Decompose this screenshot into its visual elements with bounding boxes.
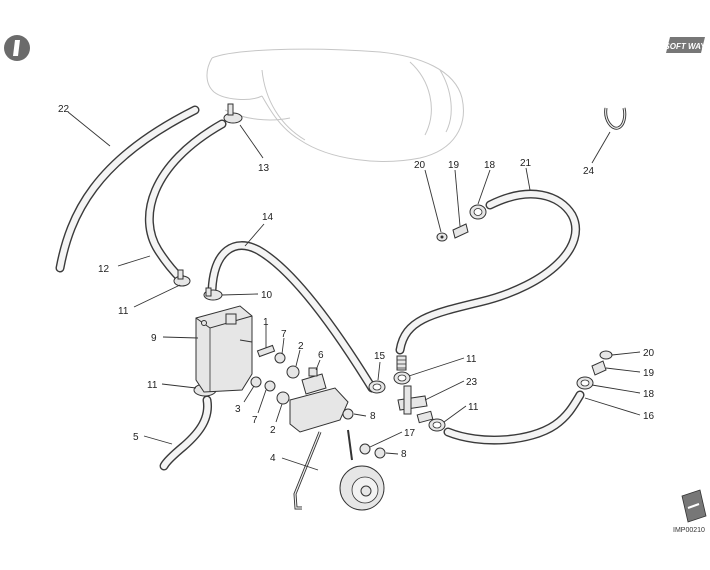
callout-5: 5	[133, 432, 139, 443]
callout-4: 4	[270, 453, 276, 464]
drawing-code: IMP00210	[673, 527, 705, 534]
hose-21	[395, 189, 581, 355]
callout-16: 16	[643, 411, 655, 422]
callout-11-lower: 11	[147, 380, 158, 391]
callout-13: 13	[258, 163, 270, 174]
nut-8-lower	[374, 447, 386, 459]
callout-8: 8	[370, 411, 376, 422]
callout-11: 11	[118, 306, 129, 317]
bolt-1	[256, 344, 276, 358]
callout-12: 12	[98, 264, 110, 275]
callout-3: 3	[235, 404, 241, 415]
callout-11-right: 11	[468, 402, 479, 413]
callout-7-lower: 7	[252, 415, 258, 426]
clamp-11-upper	[173, 269, 191, 287]
callout-15: 15	[374, 351, 386, 362]
callout-9: 9	[151, 333, 157, 344]
clamp-13	[223, 103, 243, 124]
callout-18-right: 18	[643, 389, 655, 400]
nut-2-upper	[286, 365, 300, 379]
clamp-11-right	[428, 418, 446, 432]
clamp-11-mid	[393, 371, 411, 385]
nut-2-lower	[276, 391, 290, 405]
callout-24: 24	[583, 166, 595, 177]
callout-10: 10	[261, 290, 273, 301]
nut-8-upper	[342, 408, 354, 420]
info-badge-icon	[4, 35, 30, 61]
clamp-10	[203, 287, 223, 301]
callout-20-right: 20	[643, 348, 655, 359]
hose-5	[159, 395, 213, 471]
fitting-19-upper	[452, 223, 469, 239]
bush-3	[250, 376, 262, 388]
spring-15	[396, 355, 407, 371]
callout-23: 23	[466, 377, 478, 388]
hose-12	[144, 119, 227, 285]
hose-14	[207, 241, 377, 393]
callout-11-mid: 11	[466, 354, 477, 365]
bush-7-upper	[274, 352, 286, 364]
callout-2-lower: 2	[270, 425, 276, 436]
clip-24	[604, 107, 627, 130]
callout-17: 17	[404, 428, 416, 439]
bush-7-lower	[264, 380, 276, 392]
callout-20: 20	[414, 160, 426, 171]
spring-right	[416, 410, 434, 424]
hose-16	[443, 390, 585, 445]
leader-lines	[67, 111, 641, 471]
callout-14: 14	[262, 212, 274, 223]
washer-20-upper	[436, 232, 448, 242]
clamp-15	[368, 380, 386, 394]
tee-fitting-23	[397, 385, 428, 415]
callout-22: 22	[58, 104, 70, 115]
clamp-18-right	[576, 376, 594, 390]
bracket-6	[301, 367, 327, 395]
expansion-tank-9	[195, 305, 253, 393]
callout-19: 19	[448, 160, 460, 171]
callout-19-right: 19	[643, 368, 655, 379]
callout-labels: 22 13 12 11 10 14 9 1 7 2 6 11 3 7 2 5 4…	[58, 104, 655, 464]
fuel-tank-outline	[206, 48, 464, 162]
brand-logo-text: SOFT WAY	[664, 42, 706, 51]
fitting-19-right	[591, 360, 607, 376]
horn	[339, 465, 385, 511]
callout-7: 7	[281, 329, 287, 340]
clamp-18-upper	[469, 204, 487, 220]
callout-6: 6	[318, 350, 324, 361]
washer-20-right	[599, 350, 613, 360]
callout-21: 21	[520, 158, 532, 169]
callout-18: 18	[484, 160, 496, 171]
bracket-4	[289, 387, 353, 510]
callout-1: 1	[263, 317, 269, 328]
hose-22	[55, 105, 200, 273]
brand-logo: SOFT WAY	[664, 37, 706, 53]
callout-8-lower: 8	[401, 449, 407, 460]
direction-arrow-icon	[681, 489, 707, 523]
callout-2: 2	[298, 341, 304, 352]
washer-17	[359, 443, 371, 455]
